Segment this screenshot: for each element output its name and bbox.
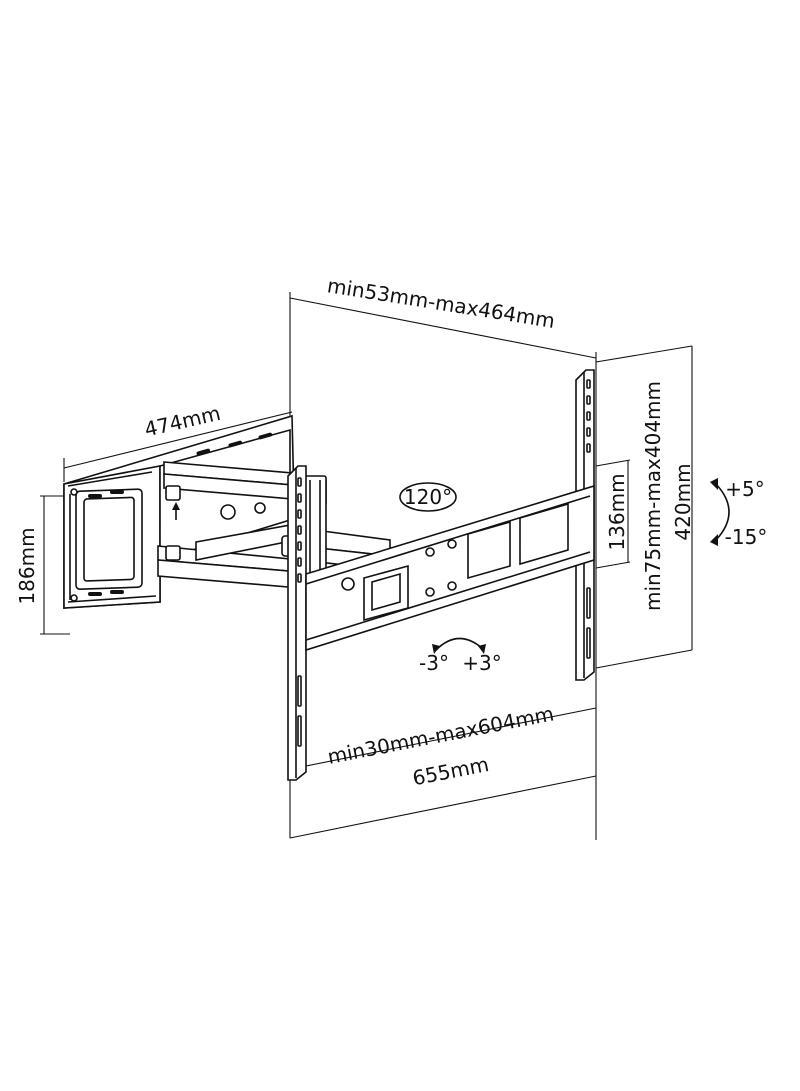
angle-indicators [399,478,730,654]
arm-spacing-label: 136mm [605,473,629,550]
dimension-lines [40,292,693,840]
wall-plate [63,414,295,609]
rotation-left-label: -3° [419,651,449,675]
wall-plate-width-label: 474mm [142,401,223,442]
tv-horizontal-plate [305,484,595,652]
vesa-horizontal-range-label: min30mm-max604mm [325,701,555,768]
swivel-ellipse [399,482,457,512]
rotation-right-label: +3° [462,651,501,675]
vertical-height-label: 420mm [671,463,695,540]
swivel-angle-label: 120° [404,485,452,509]
tilt-up-label: +5° [725,477,764,501]
wall-plate-height-label: 186mm [15,527,39,604]
total-width-label: 655mm [411,752,491,790]
vesa-vertical-range-label: min75mm-max404mm [641,381,665,611]
tv-vertical-rails [287,369,595,781]
depth-range-label: min53mm-max464mm [326,273,557,333]
tilt-down-label: -15° [725,525,768,549]
